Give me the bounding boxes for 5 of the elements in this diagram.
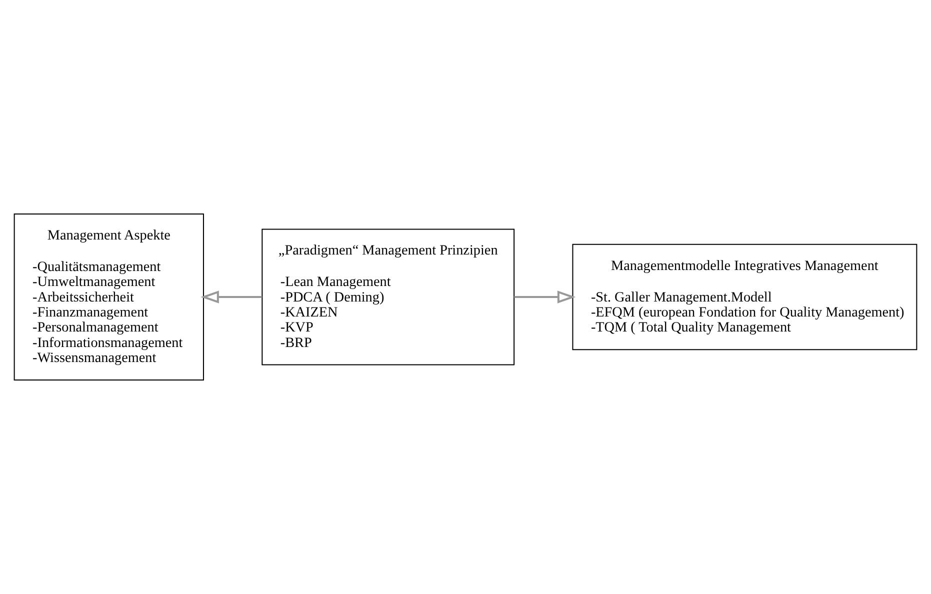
node-box: Management Aspekte -Qualitätsmanagement -Umweltmanagement -Arbeitssicherheit -Finanzmanagement -Personalmanagement -Informationsmanagement -Wissensmanagement: [14, 214, 204, 380]
arrow: [514, 290, 576, 304]
node-box: Managementmodelle Integratives Management -St. Galler Management.Modell -EFQM (european Fondation for Quality Management) -TQM ( Total Quality Management: [572, 244, 918, 350]
node-box: „Paradigmen“ Management Prinzipien -Lean Management -PDCA ( Deming) -KAIZEN -KVP -BRP: [262, 228, 515, 366]
arrow: [200, 290, 262, 304]
